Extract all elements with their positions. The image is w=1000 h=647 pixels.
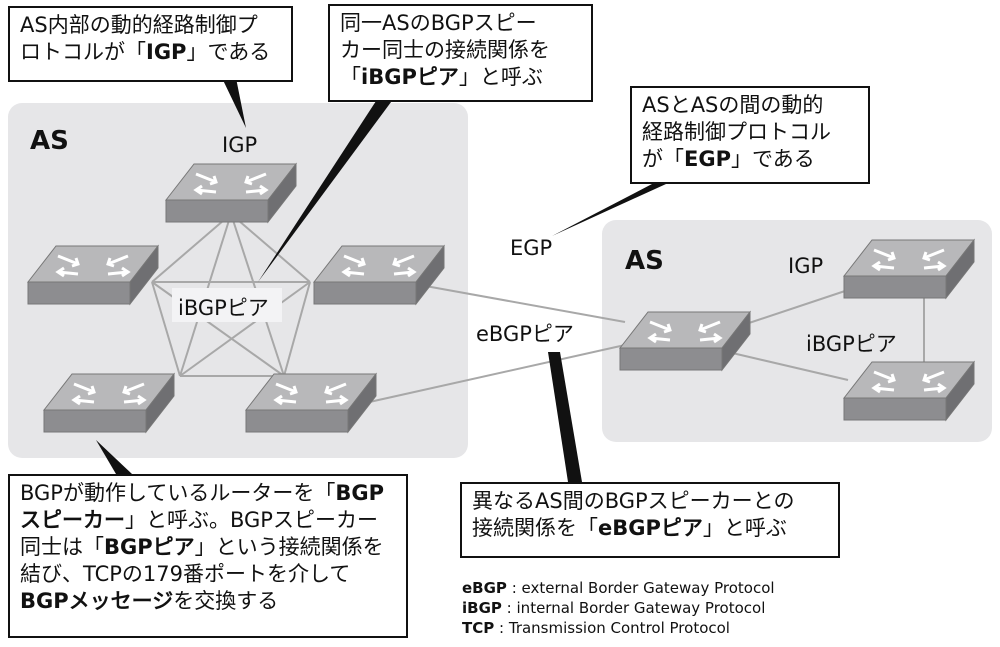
callout-ibgp-line1: 同一ASのBGPスピー — [340, 11, 537, 35]
callout-emphasis: IGP — [146, 40, 187, 64]
callout-bgp-line5: BGPメッセージを交換する — [20, 588, 396, 615]
callout-igp-line2: ロトコルが「IGP」である — [20, 39, 281, 66]
igp-label-right: IGP — [788, 254, 824, 278]
callout-text: が「 — [642, 147, 684, 171]
callout-text: 」と呼ぶ — [458, 65, 543, 89]
callout-text: ロトコルが「 — [20, 40, 146, 64]
callout-bgp-line2: スピーカー」と呼ぶ。BGPスピーカー — [20, 507, 396, 534]
legend-sep: : — [511, 579, 517, 597]
callout-egp-line2: 経路制御プロトコル — [642, 120, 831, 144]
legend-full: Transmission Control Protocol — [508, 619, 730, 637]
callout-igp: AS内部の動的経路制御プ ロトコルが「IGP」である — [8, 6, 293, 82]
legend-row: TCP : Transmission Control Protocol — [462, 618, 775, 638]
callout-emphasis: BGPメッセージ — [20, 589, 174, 613]
callout-emphasis: BGPピア — [104, 535, 195, 559]
legend-row: eBGP : external Border Gateway Protocol — [462, 578, 775, 598]
callout-egp-line3: が「EGP」である — [642, 146, 858, 173]
callout-emphasis: EGP — [684, 147, 731, 171]
callout-ibgp-line2: カー同士の接続関係を — [340, 38, 550, 62]
legend-full: internal Border Gateway Protocol — [516, 599, 766, 617]
legend-row: iBGP : internal Border Gateway Protocol — [462, 598, 775, 618]
callout-ibgp: 同一ASのBGPスピー カー同士の接続関係を 「iBGPピア」と呼ぶ — [328, 4, 593, 102]
callout-text: 」という接続関係を — [194, 535, 384, 559]
ibgp-label-bg — [172, 288, 282, 322]
abbreviation-legend: eBGP : external Border Gateway Protocol … — [462, 578, 775, 638]
callout-text: BGPが動作しているルーターを「 — [20, 481, 336, 505]
callout-emphasis: iBGPピア — [361, 65, 459, 89]
callout-bgp-line4: 結び、TCPの179番ポートを介して — [20, 562, 351, 586]
callout-ibgp-line3: 「iBGPピア」と呼ぶ — [340, 64, 581, 91]
igp-label-left: IGP — [222, 133, 258, 157]
legend-abbr: iBGP — [462, 599, 502, 617]
egp-label: EGP — [510, 236, 553, 260]
callout-text: 」である — [186, 40, 271, 64]
as-region-left — [8, 103, 468, 458]
callout-text: 」と呼ぶ — [702, 516, 787, 540]
as-label-right: AS — [625, 246, 664, 276]
callout-emphasis: BGP — [335, 481, 384, 505]
callout-bgp-line3: 同士は「BGPピア」という接続関係を — [20, 534, 396, 561]
legend-sep: : — [499, 619, 505, 637]
callout-text: 」である — [730, 147, 815, 171]
ibgp-peer-label-right: iBGPピア — [806, 332, 897, 356]
callout-ebgp: 異なるAS間のBGPスピーカーとの 接続関係を「eBGPピア」と呼ぶ — [460, 482, 840, 558]
ibgp-peer-label-left: iBGPピア — [178, 296, 269, 320]
callout-igp-line1: AS内部の動的経路制御プ — [20, 13, 258, 37]
callout-ebgp-line1: 異なるAS間のBGPスピーカーとの — [472, 489, 795, 513]
callout-text: 接続関係を「 — [472, 516, 598, 540]
legend-abbr: TCP — [462, 619, 495, 637]
legend-abbr: eBGP — [462, 579, 507, 597]
legend-sep: : — [506, 599, 512, 617]
callout-ebgp-line2: 接続関係を「eBGPピア」と呼ぶ — [472, 515, 828, 542]
as-label-left: AS — [30, 126, 69, 156]
links — [151, 213, 925, 404]
callout-pointers — [96, 78, 666, 482]
callout-text: を交換する — [173, 589, 279, 613]
ebgp-peer-label: eBGPピア — [476, 322, 574, 346]
callout-egp-line1: ASとASの間の動的 — [642, 93, 824, 117]
legend-full: external Border Gateway Protocol — [521, 579, 775, 597]
callout-bgp-line1: BGPが動作しているルーターを「BGP — [20, 480, 396, 507]
callout-bgp: BGPが動作しているルーターを「BGP スピーカー」と呼ぶ。BGPスピーカー 同… — [8, 474, 408, 638]
callout-text: 同士は「 — [20, 535, 104, 559]
callout-egp: ASとASの間の動的 経路制御プロトコル が「EGP」である — [630, 86, 870, 184]
callout-emphasis: eBGPピア — [598, 516, 703, 540]
callout-text: 」と呼ぶ。BGPスピーカー — [125, 508, 378, 532]
callout-text: 「 — [340, 65, 361, 89]
callout-emphasis: スピーカー — [20, 508, 125, 532]
